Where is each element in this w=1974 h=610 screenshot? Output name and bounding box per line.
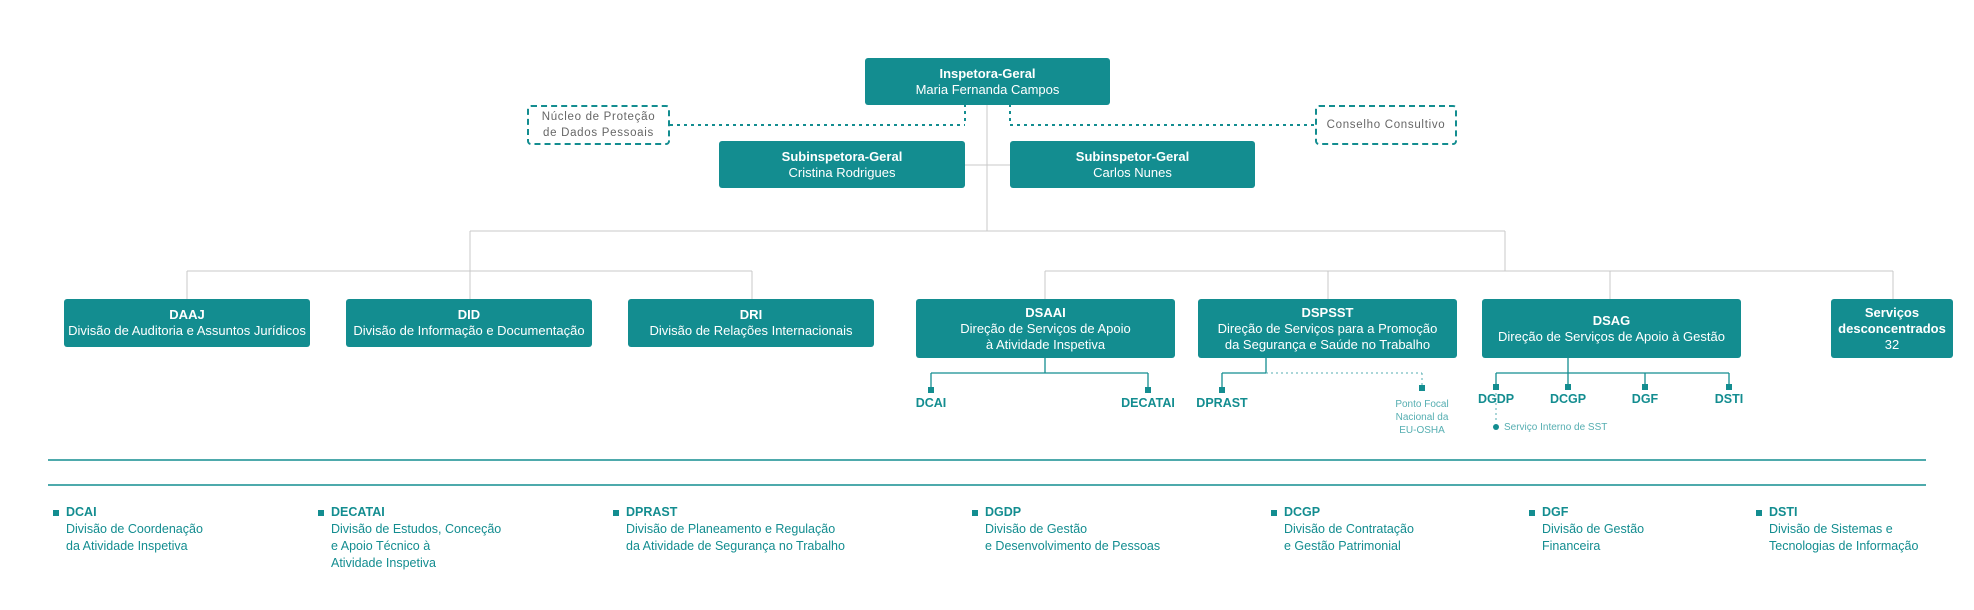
directorate-dspsst-code: DSPSST <box>1301 304 1354 320</box>
unit-dprast[interactable]: DPRAST <box>1196 396 1248 410</box>
sub-inspector-left-box[interactable]: Subinspetora-Geral Cristina Rodrigues <box>719 141 965 188</box>
sub-inspector-right-box[interactable]: Subinspetor-Geral Carlos Nunes <box>1010 141 1255 188</box>
sub-inspector-left-title: Subinspetora-Geral <box>781 148 903 164</box>
focal-point-line1: Ponto Focal <box>1395 399 1449 410</box>
legend-bullet-icon <box>53 509 59 516</box>
legend-desc: Divisão de Estudos, Conceção <box>331 522 502 536</box>
legend-code: DECATAI <box>331 505 385 519</box>
legend-item-dgdp: DGDP Divisão de Gestão e Desenvolvimento… <box>972 504 1161 555</box>
inspector-general-name: Maria Fernanda Campos <box>915 81 1060 97</box>
data-protection-line2: de Dados Pessoais <box>543 127 654 139</box>
legend-desc: Divisão de Gestão <box>985 522 1088 536</box>
sub-inspector-right-name: Carlos Nunes <box>1093 164 1172 180</box>
legend-desc: e Apoio Técnico à <box>331 539 431 553</box>
legend-desc: e Gestão Patrimonial <box>1284 539 1401 553</box>
legend-bullet-icon <box>1529 509 1535 516</box>
advisory-council-label: Conselho Consultivo <box>1326 119 1446 131</box>
focal-point-note: Ponto Focal Nacional da EU-OSHA <box>1394 398 1450 437</box>
data-protection-box[interactable]: Núcleo de Proteção de Dados Pessoais <box>527 105 670 145</box>
focal-point-line2: Nacional da <box>1395 412 1449 423</box>
decentralized-services-box[interactable]: Serviços desconcentrados 32 <box>1831 299 1953 358</box>
legend-desc: Tecnologias de Informação <box>1769 539 1919 553</box>
division-daaj-name: Divisão de Auditoria e Assuntos Jurídico… <box>68 323 306 338</box>
decentralized-services-line2: desconcentrados <box>1838 320 1946 336</box>
legend-code: DPRAST <box>626 505 678 519</box>
legend-bullet-icon <box>1756 509 1762 516</box>
directorate-dspsst-line1: Direção de Serviços para a Promoção <box>1217 320 1438 336</box>
legend-desc: da Atividade Inspetiva <box>66 539 188 553</box>
directorate-dspsst-box[interactable]: DSPSST Direção de Serviços para a Promoç… <box>1198 299 1457 358</box>
legend-code: DSTI <box>1769 505 1798 519</box>
division-did-box[interactable]: DID Divisão de Informação e Documentação <box>346 299 592 347</box>
unit-decatai[interactable]: DECATAI <box>1121 396 1175 410</box>
legend-desc: Financeira <box>1542 539 1601 553</box>
legend-code: DGDP <box>985 505 1022 519</box>
legend-bullet-icon <box>318 509 324 516</box>
legend-desc: Divisão de Coordenação <box>66 522 203 536</box>
directorate-dsag-line1: Direção de Serviços de Apoio à Gestão <box>1498 328 1725 344</box>
legend-item-dcai: DCAI Divisão de Coordenação da Atividade… <box>53 504 203 555</box>
division-daaj-box[interactable]: DAAJ Divisão de Auditoria e Assuntos Jur… <box>64 299 310 347</box>
legend-desc: Divisão de Gestão <box>1542 522 1645 536</box>
division-dri-code: DRI <box>739 307 763 322</box>
legend-bullet-icon <box>972 509 978 516</box>
unit-dsti[interactable]: DSTI <box>1714 392 1744 406</box>
division-dri-box[interactable]: DRI Divisão de Relações Internacionais <box>628 299 874 347</box>
division-did-code: DID <box>457 307 481 322</box>
internal-service-note: Serviço Interno de SST <box>1504 422 1608 433</box>
directorate-dsag-box[interactable]: DSAG Direção de Serviços de Apoio à Gest… <box>1482 299 1741 358</box>
legend-item-dcgp: DCGP Divisão de Contratação e Gestão Pat… <box>1271 504 1414 555</box>
legend-code: DCGP <box>1284 505 1321 519</box>
decentralized-services-line1: Serviços <box>1864 304 1920 320</box>
inspector-general-box[interactable]: Inspetora-Geral Maria Fernanda Campos <box>865 58 1110 105</box>
focal-point-line3: EU-OSHA <box>1399 425 1445 436</box>
inspector-general-title: Inspetora-Geral <box>939 65 1036 81</box>
legend-item-decatai: DECATAI Divisão de Estudos, Conceção e A… <box>318 504 502 572</box>
legend-desc: e Desenvolvimento de Pessoas <box>985 539 1161 553</box>
legend-bullet-icon <box>1271 509 1277 516</box>
directorate-dsag-code: DSAG <box>1592 312 1631 328</box>
directorate-dsaai-code: DSAAI <box>1025 304 1066 320</box>
directorate-dsaai-line2: à Atividade Inspetiva <box>985 336 1106 352</box>
unit-dcgp[interactable]: DCGP <box>1549 392 1587 406</box>
directorate-dspsst-line2: da Segurança e Saúde no Trabalho <box>1224 336 1431 352</box>
legend-desc: Divisão de Contratação <box>1284 522 1414 536</box>
data-protection-line1: Núcleo de Proteção <box>541 111 656 123</box>
unit-dgdp[interactable]: DGDP <box>1477 392 1515 406</box>
directorate-dsaai-line1: Direção de Serviços de Apoio <box>960 320 1131 336</box>
division-did-name: Divisão de Informação e Documentação <box>353 323 585 338</box>
division-dri-name: Divisão de Relações Internacionais <box>649 323 853 338</box>
directorate-dsaai-box[interactable]: DSAAI Direção de Serviços de Apoio à Ati… <box>916 299 1175 358</box>
advisory-council-box[interactable]: Conselho Consultivo <box>1315 105 1457 145</box>
legend-item-dgf: DGF Divisão de Gestão Financeira <box>1529 504 1645 555</box>
legend-item-dsti: DSTI Divisão de Sistemas e Tecnologias d… <box>1756 504 1919 555</box>
legend-desc: Atividade Inspetiva <box>331 556 436 570</box>
legend-desc: da Atividade de Segurança no Trabalho <box>626 539 845 553</box>
division-daaj-code: DAAJ <box>169 307 205 322</box>
sub-inspector-left-name: Cristina Rodrigues <box>788 164 896 180</box>
legend-item-dprast: DPRAST Divisão de Planeamento e Regulaçã… <box>613 504 845 555</box>
sub-inspector-right-title: Subinspetor-Geral <box>1075 148 1190 164</box>
legend-bullet-icon <box>613 509 619 516</box>
legend-desc: Divisão de Sistemas e <box>1769 522 1893 536</box>
legend-code: DCAI <box>66 505 97 519</box>
unit-dcai[interactable]: DCAI <box>915 396 947 410</box>
legend-code: DGF <box>1542 505 1569 519</box>
decentralized-services-count: 32 <box>1884 336 1900 352</box>
legend-desc: Divisão de Planeamento e Regulação <box>626 522 836 536</box>
unit-dgf[interactable]: DGF <box>1631 392 1659 406</box>
